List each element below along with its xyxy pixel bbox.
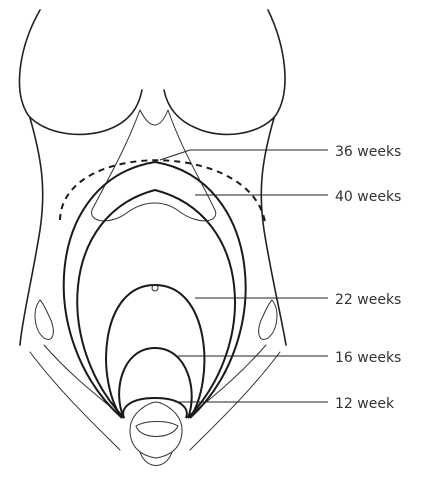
left-hip-bone <box>35 300 53 339</box>
label-40-weeks: 40 weeks <box>335 189 401 205</box>
label-22-weeks: 22 weeks <box>335 292 401 308</box>
left-breast <box>19 10 142 134</box>
torso-left-side <box>20 118 43 345</box>
fundus-40-weeks <box>77 190 235 418</box>
label-12-week: 12 week <box>335 396 394 412</box>
fundus-36-weeks <box>64 162 246 418</box>
pelvis-inner <box>136 422 178 437</box>
label-16-weeks: 16 weeks <box>335 350 401 366</box>
right-breast <box>164 10 285 134</box>
label-36-weeks: 36 weeks <box>335 144 401 160</box>
fundus-16-weeks <box>119 348 192 418</box>
pubic-symphysis <box>140 452 172 466</box>
right-hip-bone <box>259 300 277 339</box>
fundus-40-weeks-dashed <box>60 160 265 222</box>
leader-36-weeks <box>160 150 328 160</box>
